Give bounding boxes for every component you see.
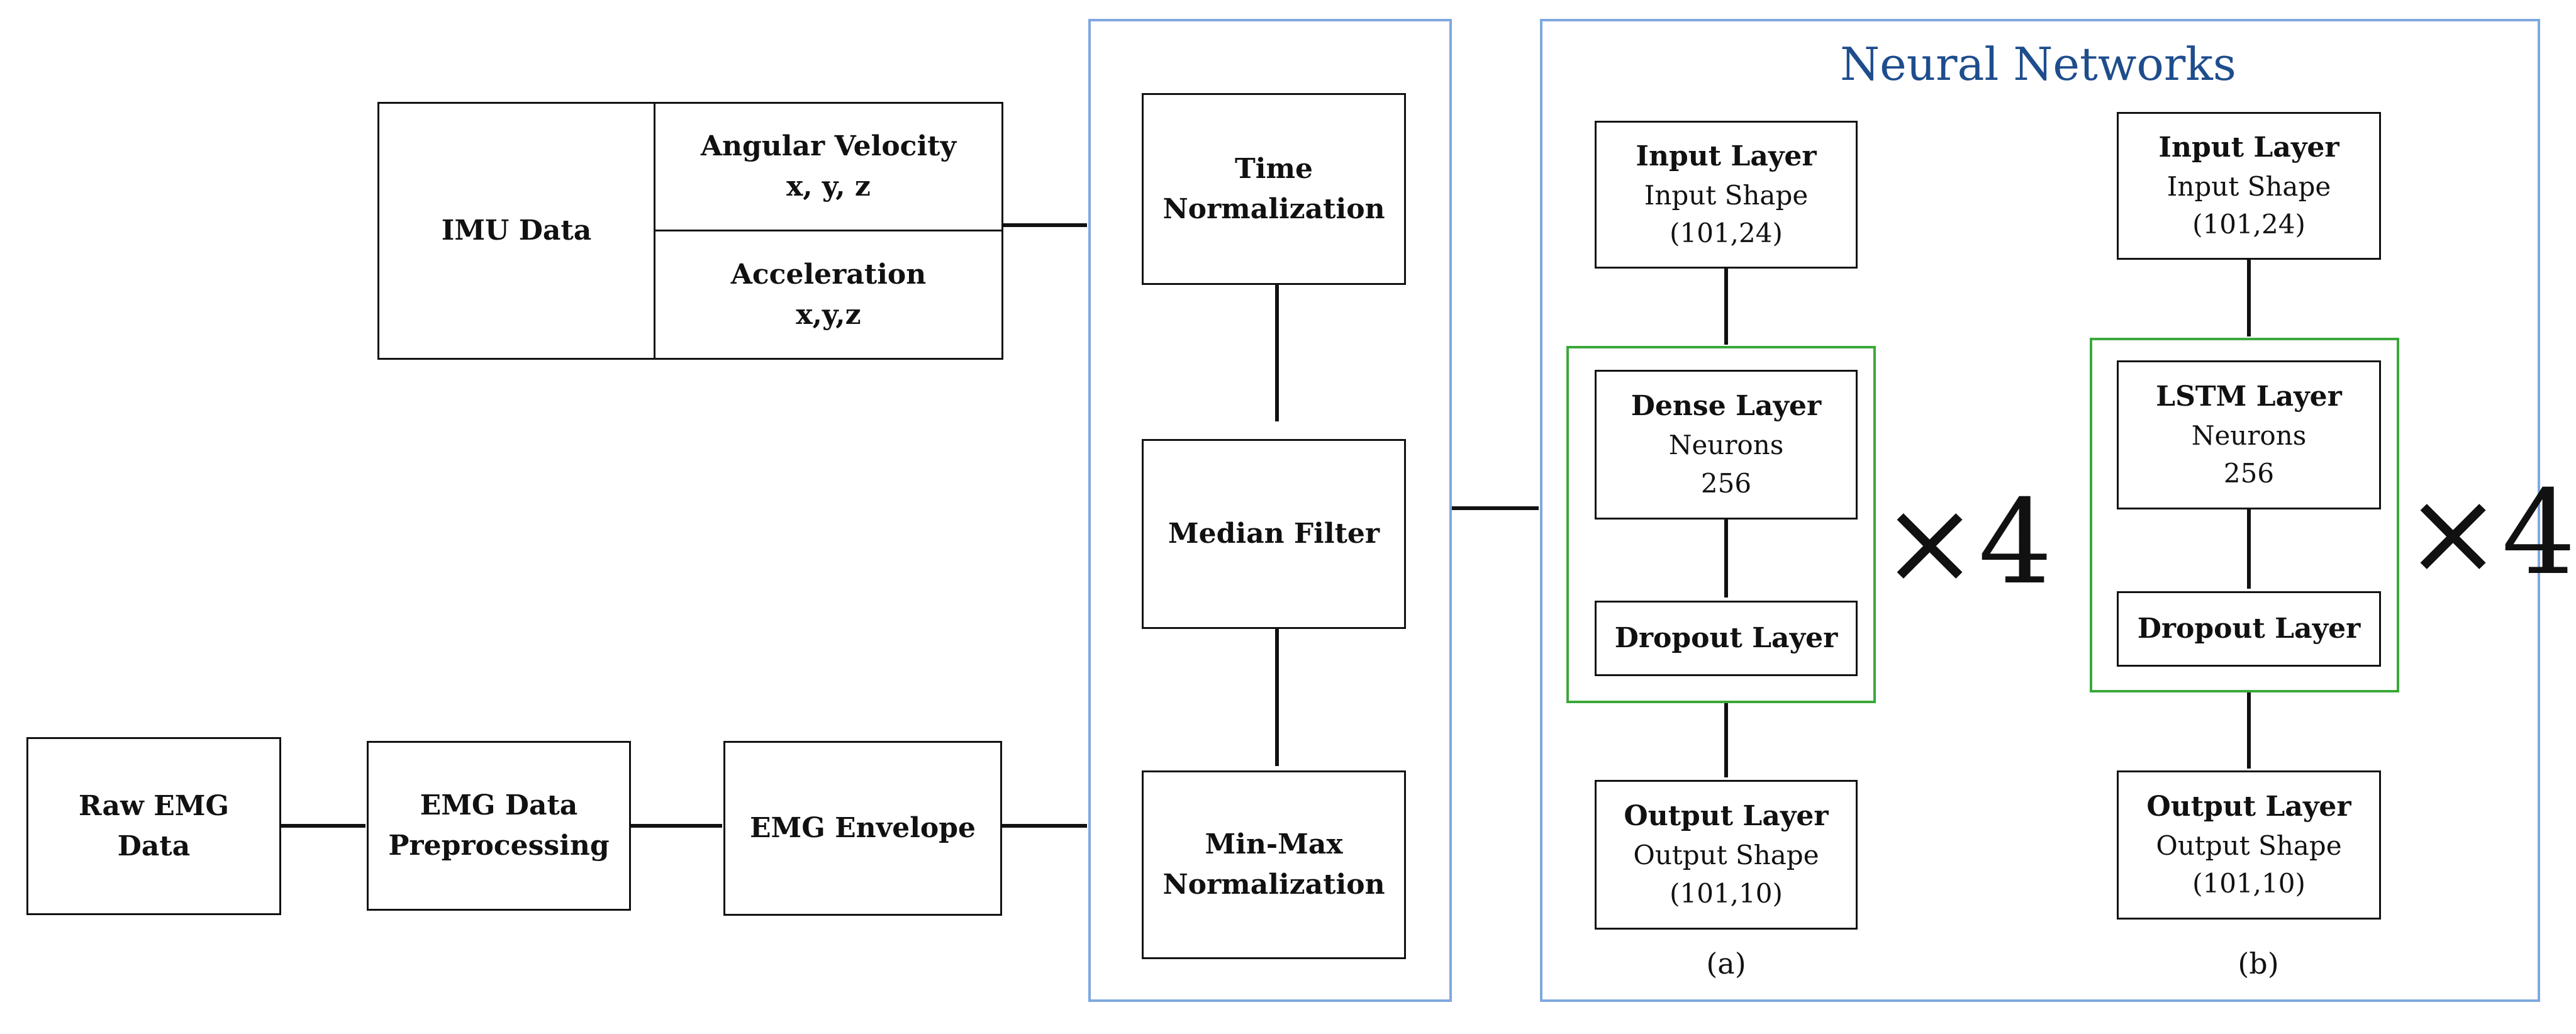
imu-data-label: IMU Data: [441, 214, 592, 247]
a-dropout-layer-label: Dropout Layer: [1614, 622, 1838, 655]
a-neurons-label: Neurons: [1668, 430, 1784, 460]
median-filter-label: Median Filter: [1168, 518, 1380, 550]
angular-velocity-axes: x, y, z: [786, 170, 871, 203]
imu-data-box: IMU Data: [377, 102, 655, 360]
b-input-layer-box: Input Layer Input Shape (101,24): [2117, 112, 2381, 260]
a-neurons-value: 256: [1700, 467, 1752, 499]
acceleration-title: Acceleration: [730, 258, 927, 291]
a-input-shape-label: Input Shape: [1644, 179, 1809, 211]
min-max-normalization-label: Min-Max Normalization: [1163, 828, 1385, 901]
raw-emg-box: Raw EMG Data: [26, 737, 281, 915]
b-output-shape-value: (101,10): [2192, 868, 2306, 899]
emg-envelope-box: EMG Envelope: [723, 741, 1002, 916]
a-input-layer-box: Input Layer Input Shape (101,24): [1595, 121, 1858, 269]
raw-emg-label: Raw EMG Data: [78, 789, 230, 862]
b-input-layer-title: Input Layer: [2158, 131, 2339, 164]
emg-envelope-label: EMG Envelope: [749, 812, 976, 845]
b-output-layer-title: Output Layer: [2146, 790, 2351, 823]
acceleration-axes: x,y,z: [796, 298, 861, 331]
a-repeat-multiplier: ×4: [1881, 474, 2053, 610]
b-input-shape-value: (101,24): [2192, 209, 2306, 240]
time-normalization-label: Time Normalization: [1163, 152, 1385, 225]
b-repeat-block: [2090, 338, 2399, 692]
a-dropout-layer-box: Dropout Layer: [1595, 601, 1858, 676]
b-neurons-value: 256: [2223, 458, 2275, 489]
emg-preprocessing-box: EMG Data Preprocessing: [367, 741, 631, 911]
b-output-layer-box: Output Layer Output Shape (101,10): [2117, 770, 2381, 920]
b-repeat-multiplier: ×4: [2404, 465, 2576, 601]
neural-networks-title: Neural Networks: [1840, 38, 2236, 91]
min-max-normalization-box: Min-Max Normalization: [1142, 770, 1406, 959]
acceleration-box: Acceleration x,y,z: [654, 230, 1003, 360]
b-lstm-layer-box: LSTM Layer Neurons 256: [2117, 360, 2381, 509]
a-dense-layer-box: Dense Layer Neurons 256: [1595, 370, 1858, 520]
median-filter-box: Median Filter: [1142, 439, 1406, 629]
caption-b: (b): [2238, 947, 2279, 981]
preprocessing-group: [1088, 19, 1452, 1002]
b-input-shape-label: Input Shape: [2166, 170, 2331, 202]
angular-velocity-title: Angular Velocity: [700, 130, 957, 163]
a-input-layer-title: Input Layer: [1636, 140, 1817, 172]
time-normalization-box: Time Normalization: [1142, 93, 1406, 285]
a-output-layer-box: Output Layer Output Shape (101,10): [1595, 780, 1858, 930]
b-neurons-label: Neurons: [2191, 420, 2307, 451]
emg-preprocessing-label: EMG Data Preprocessing: [388, 789, 610, 862]
b-dropout-layer-label: Dropout Layer: [2137, 613, 2361, 645]
b-dropout-layer-box: Dropout Layer: [2117, 591, 2381, 667]
b-lstm-layer-title: LSTM Layer: [2156, 380, 2342, 413]
a-dense-layer-title: Dense Layer: [1631, 390, 1822, 423]
caption-a: (a): [1706, 947, 1746, 981]
b-output-shape-label: Output Shape: [2156, 830, 2342, 861]
a-output-layer-title: Output Layer: [1624, 800, 1829, 833]
a-output-shape-label: Output Shape: [1633, 840, 1819, 870]
a-repeat-block: [1566, 346, 1876, 703]
a-input-shape-value: (101,24): [1670, 218, 1783, 249]
angular-velocity-box: Angular Velocity x, y, z: [654, 102, 1003, 231]
a-output-shape-value: (101,10): [1670, 877, 1783, 909]
neural-networks-group: [1540, 19, 2540, 1002]
